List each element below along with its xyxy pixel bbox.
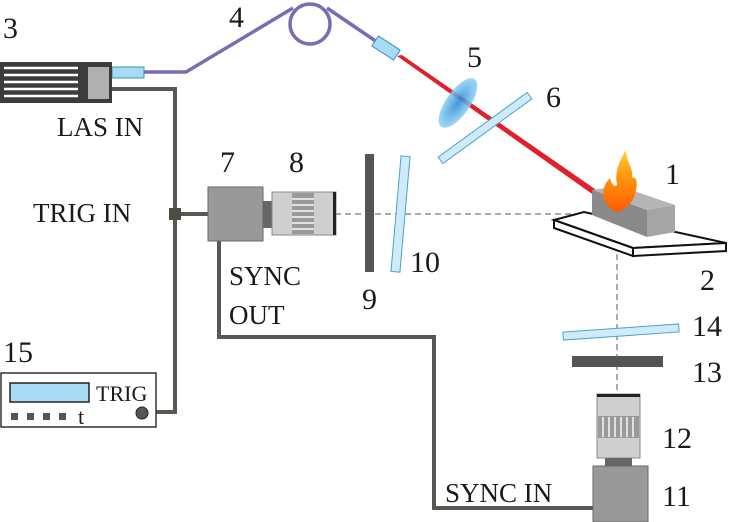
cables (112, 87, 593, 510)
filter-9 (365, 154, 374, 272)
camera-2 (592, 465, 649, 522)
laser (0, 62, 112, 103)
fiber-collimator (371, 35, 401, 61)
fiber-connector (111, 66, 145, 79)
label-t: t (78, 404, 84, 429)
flame-icon (603, 150, 637, 212)
cable-sync (217, 240, 593, 510)
glass-plate-10 (390, 155, 411, 273)
pulse-generator (0, 372, 157, 428)
trig-out-connector (135, 406, 149, 420)
trig-junction (169, 208, 181, 220)
focusing-lens (438, 78, 478, 128)
label-13: 13 (692, 356, 722, 389)
label-3: 3 (3, 12, 18, 45)
label-las-in: LAS IN (57, 112, 143, 142)
label-sync-in: SYNC IN (445, 478, 552, 508)
label-sync-out-1: SYNC (229, 261, 301, 291)
label-7: 7 (220, 146, 235, 179)
label-trig: TRIG (96, 381, 147, 406)
optical-fiber (143, 2, 381, 74)
camera-2-lens (596, 393, 641, 466)
glass-plate-14 (562, 323, 680, 341)
label-10: 10 (410, 246, 440, 279)
cable-laser-trigger (112, 87, 177, 414)
label-6: 6 (546, 81, 561, 114)
laser-beam (397, 55, 618, 208)
optical-axes (265, 213, 620, 490)
camera-1 (207, 186, 272, 242)
label-1: 1 (665, 158, 680, 191)
generator-display (9, 382, 90, 403)
label-12: 12 (662, 422, 692, 455)
camera-1-lens (271, 191, 337, 236)
window-plate (437, 91, 533, 165)
label-2: 2 (700, 264, 715, 297)
label-4: 4 (229, 1, 244, 34)
label-14: 14 (692, 310, 722, 343)
label-8: 8 (289, 146, 304, 179)
label-sync-out-2: OUT (229, 300, 285, 330)
label-9: 9 (362, 283, 377, 316)
label-5: 5 (467, 41, 482, 74)
label-15: 15 (3, 336, 33, 369)
labels: 3 4 5 6 1 2 7 8 9 10 11 12 13 14 15 LAS … (3, 1, 722, 513)
filter-13 (572, 356, 663, 367)
label-trig-in: TRIG IN (33, 198, 131, 228)
label-11: 11 (662, 480, 691, 513)
